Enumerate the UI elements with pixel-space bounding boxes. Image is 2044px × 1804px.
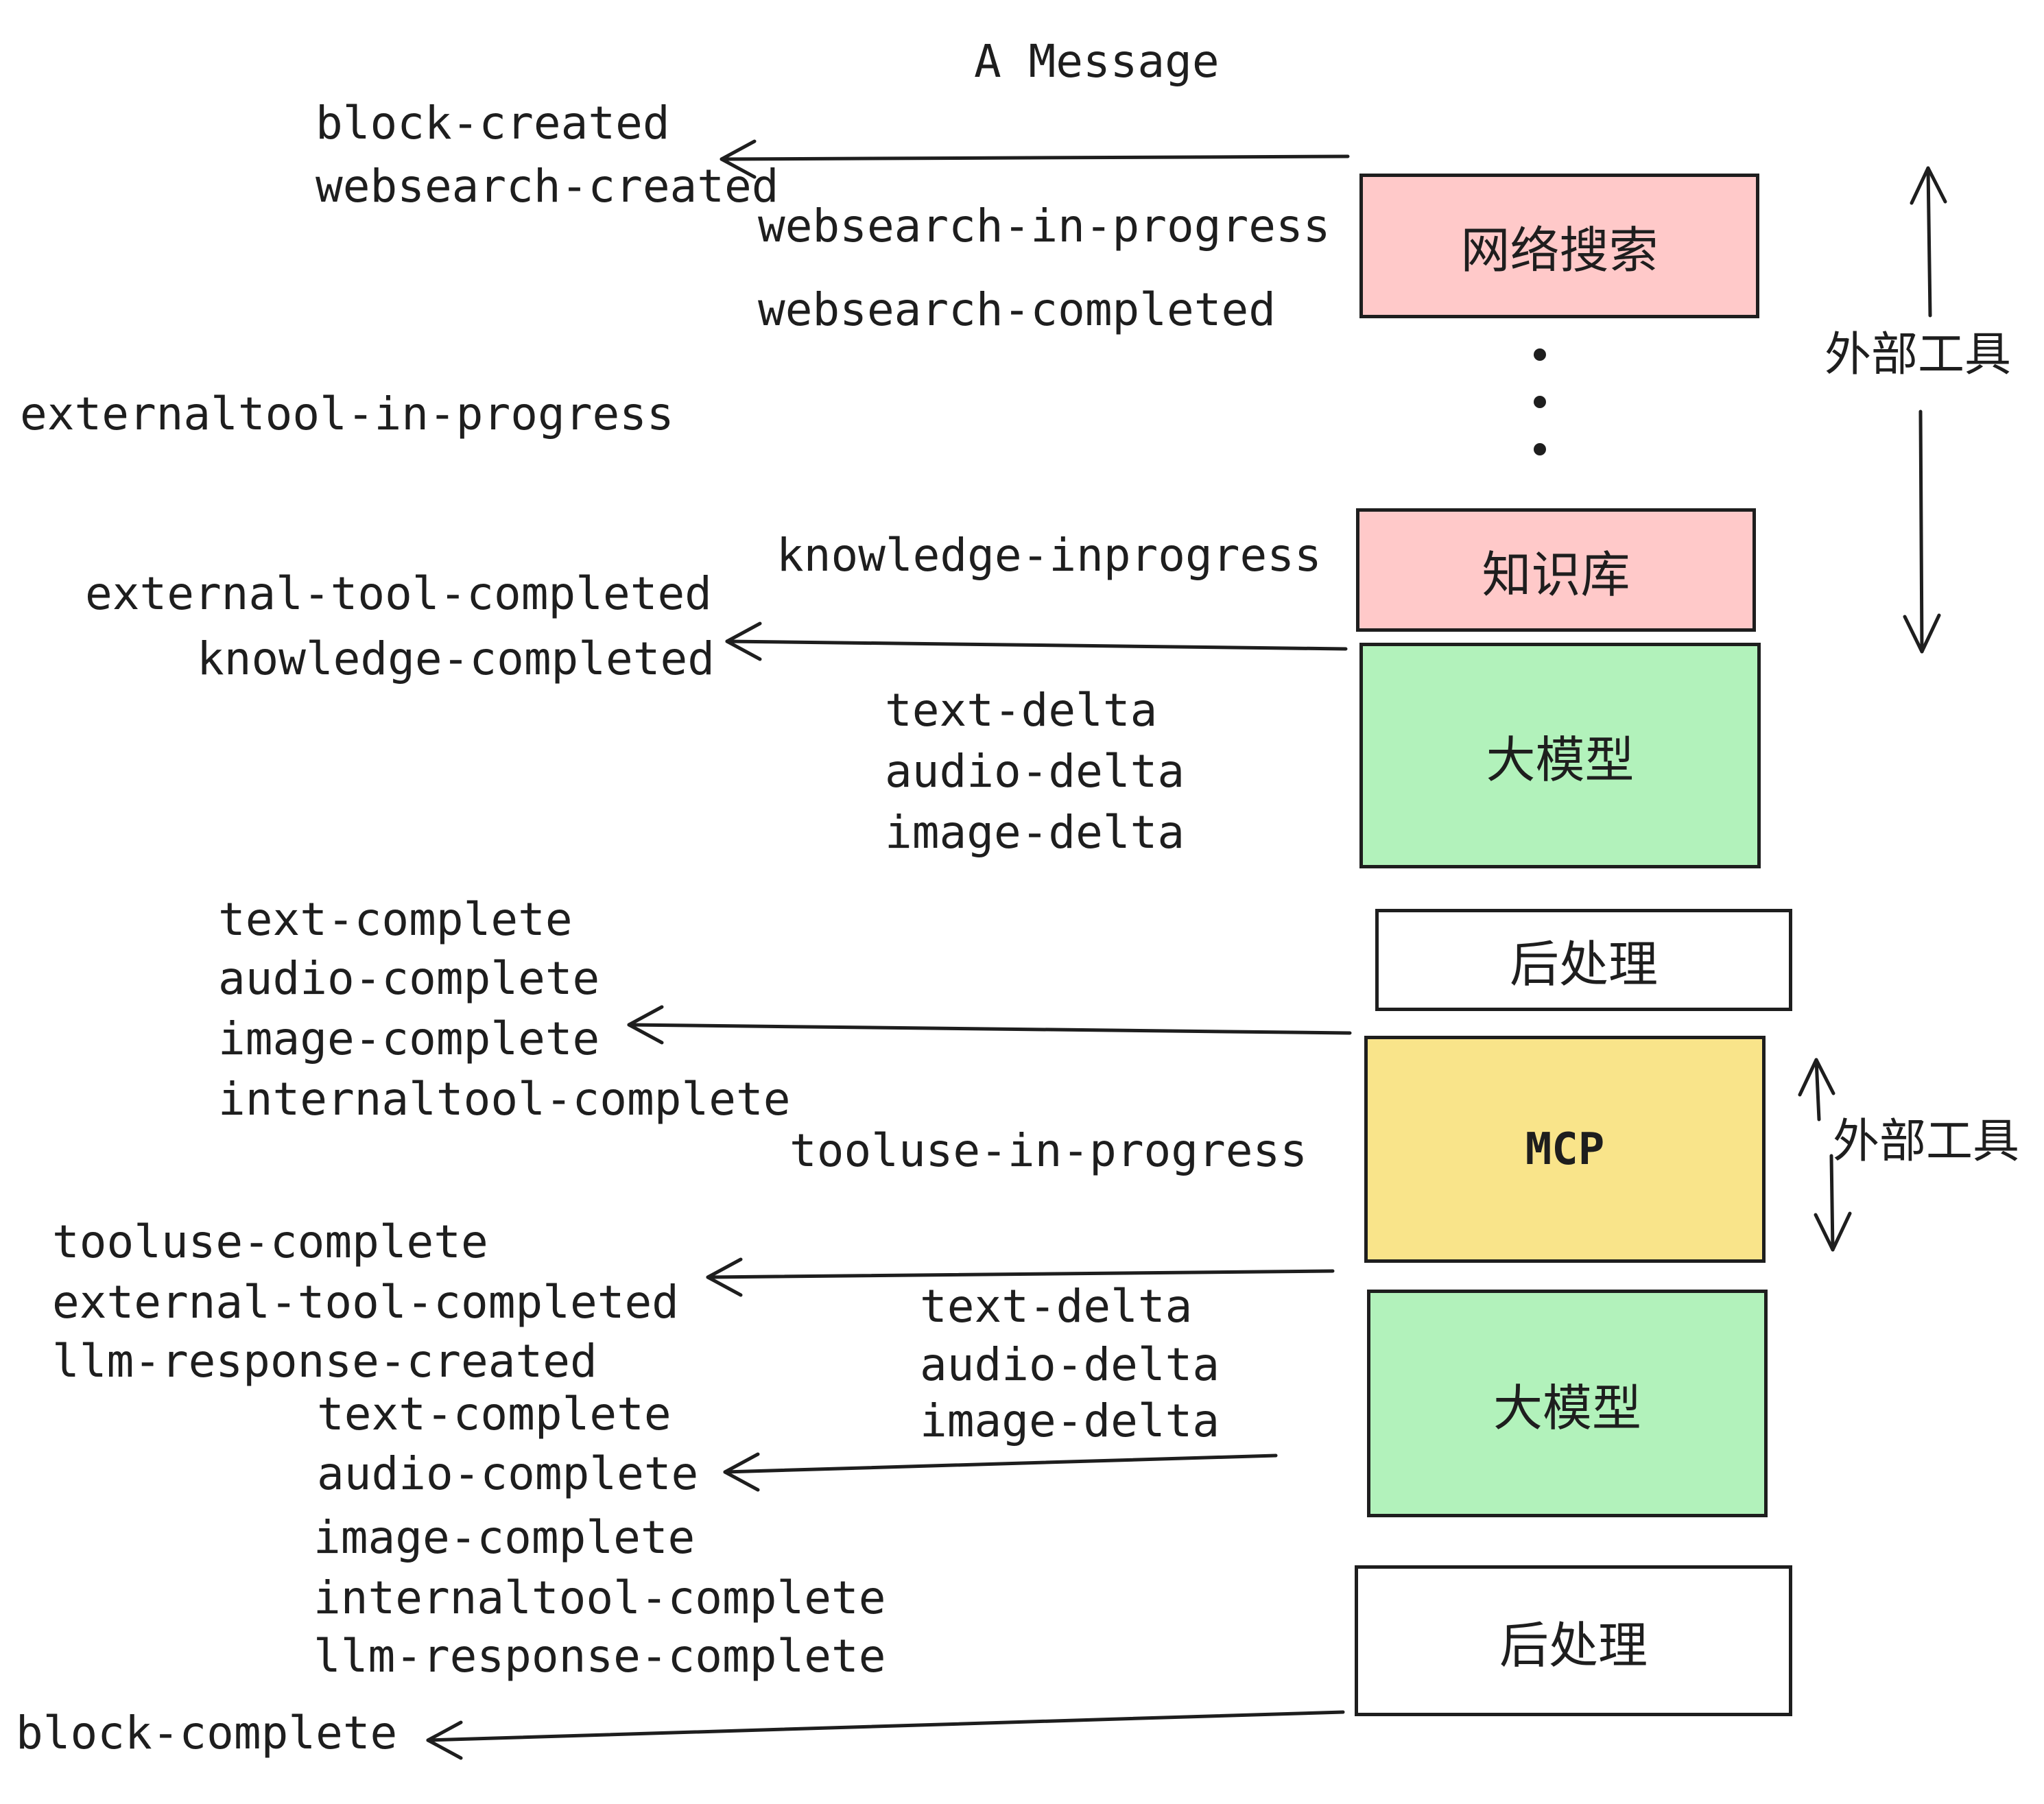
event-label-llm-response-created: llm-response-created — [52, 1335, 597, 1388]
event-label-internaltool-complete-1: internaltool-complete — [218, 1073, 791, 1126]
arrow-to-tooluse-complete — [706, 1269, 1335, 1279]
event-label-image-complete-1: image-complete — [218, 1012, 600, 1065]
event-label-text-complete-2: text-complete — [317, 1388, 672, 1440]
node-postprocess-2: 后处理 — [1355, 1565, 1792, 1716]
node-websearch: 网络搜索 — [1359, 174, 1759, 318]
arrow-to-knowledge-completed-head — [725, 621, 762, 661]
node-knowledge-base-label: 知识库 — [1482, 547, 1630, 603]
node-llm-1: 大模型 — [1359, 643, 1761, 868]
node-postprocess-2-label: 后处理 — [1499, 1618, 1648, 1674]
node-llm-2-label: 大模型 — [1493, 1381, 1641, 1436]
arrow-to-tooluse-complete-head — [706, 1257, 743, 1297]
event-label-image-delta-1: image-delta — [885, 806, 1185, 859]
event-label-audio-delta-2: audio-delta — [920, 1338, 1220, 1391]
event-label-tooluse-complete: tooluse-complete — [52, 1215, 488, 1268]
node-postprocess-1: 后处理 — [1375, 909, 1792, 1011]
ellipsis-dot-2 — [1534, 396, 1546, 408]
node-websearch-label: 网络搜索 — [1460, 224, 1659, 278]
event-label-block-created: block-created — [316, 97, 670, 150]
event-label-image-complete-2: image-complete — [313, 1511, 696, 1564]
event-label-externaltool-in-progress: externaltool-in-progress — [20, 388, 674, 440]
node-llm-2: 大模型 — [1367, 1290, 1768, 1517]
external-tools-label-1: 外部工具 — [1825, 329, 2012, 381]
arrow-to-audio-complete-head — [723, 1452, 760, 1492]
arrow-to-websearch-created-head — [720, 139, 757, 179]
event-label-websearch-in-progress: websearch-in-progress — [758, 200, 1331, 252]
external-tools-arrow-down-1-head — [1903, 613, 1941, 654]
arrow-to-websearch-created — [720, 154, 1350, 161]
event-label-block-complete: block-complete — [16, 1707, 398, 1759]
event-label-knowledge-completed: knowledge-completed — [197, 632, 715, 685]
external-tools-arrow-down-1 — [1918, 410, 1924, 654]
external-tools-arrow-up-1-head — [1910, 166, 1947, 205]
external-tools-arrow-down-2-head — [1814, 1211, 1852, 1252]
external-tools-arrow-up-2 — [1814, 1058, 1821, 1121]
arrow-to-audio-complete — [723, 1453, 1278, 1474]
event-label-image-delta-2: image-delta — [920, 1394, 1220, 1447]
external-tools-arrow-up-1 — [1926, 166, 1932, 318]
event-label-websearch-created: websearch-created — [316, 160, 779, 213]
ellipsis-dot-1 — [1534, 348, 1546, 361]
event-label-websearch-completed: websearch-completed — [758, 283, 1276, 336]
event-label-llm-response-complete: llm-response-complete — [313, 1630, 886, 1683]
node-knowledge-base: 知识库 — [1356, 508, 1756, 632]
event-label-external-tool-completed-2: external-tool-completed — [52, 1276, 679, 1329]
page-title: A Message — [974, 35, 1220, 88]
event-label-audio-complete-2: audio-complete — [317, 1447, 699, 1500]
arrow-to-block-complete — [426, 1710, 1345, 1742]
arrow-to-image-complete — [627, 1023, 1352, 1035]
event-label-text-complete-1: text-complete — [218, 893, 573, 946]
arrow-to-knowledge-completed — [725, 639, 1348, 651]
event-label-audio-complete-1: audio-complete — [218, 952, 600, 1005]
event-label-knowledge-inprogress: knowledge-inprogress — [776, 529, 1322, 582]
node-mcp: MCP — [1364, 1036, 1766, 1263]
external-tools-arrow-down-2 — [1829, 1154, 1835, 1252]
node-mcp-label: MCP — [1525, 1124, 1605, 1175]
external-tools-label-2: 外部工具 — [1833, 1115, 2020, 1167]
event-label-audio-delta-1: audio-delta — [885, 745, 1185, 798]
arrow-to-image-complete-head — [627, 1005, 664, 1045]
node-llm-1-label: 大模型 — [1486, 733, 1635, 788]
event-label-tooluse-in-progress: tooluse-in-progress — [789, 1124, 1307, 1177]
node-postprocess-1-label: 后处理 — [1509, 938, 1658, 993]
ellipsis-dot-3 — [1534, 443, 1546, 455]
external-tools-arrow-up-2-head — [1798, 1058, 1835, 1097]
event-label-text-delta-1: text-delta — [885, 684, 1158, 737]
event-label-internaltool-complete-2: internaltool-complete — [313, 1571, 886, 1624]
event-label-external-tool-completed: external-tool-completed — [85, 567, 712, 620]
arrow-to-block-complete-head — [426, 1720, 463, 1760]
event-label-text-delta-2: text-delta — [920, 1280, 1193, 1333]
